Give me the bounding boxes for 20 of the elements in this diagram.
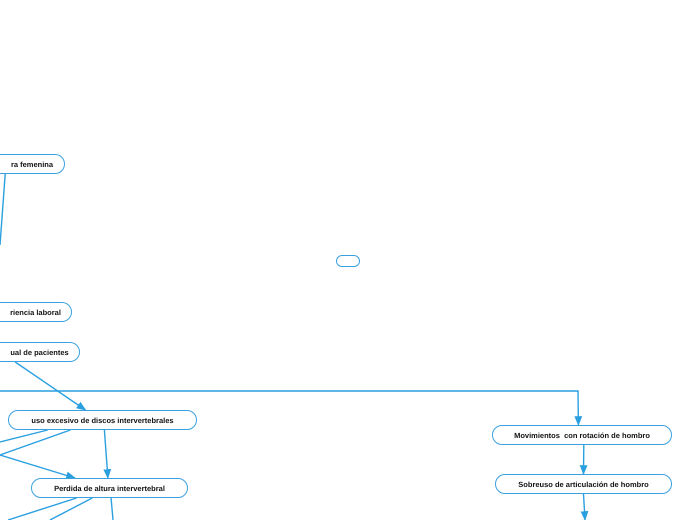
topic-box bbox=[0, 302, 72, 322]
topic-box bbox=[0, 342, 80, 362]
connector-line bbox=[8, 497, 77, 520]
arrow bbox=[103, 430, 112, 479]
connector-line bbox=[0, 174, 6, 246]
arrow bbox=[14, 361, 86, 411]
topic-box bbox=[0, 154, 65, 174]
topic-box bbox=[8, 410, 197, 430]
connector-line bbox=[50, 497, 93, 520]
topic-box bbox=[495, 474, 672, 494]
connector-line bbox=[0, 429, 48, 443]
topic-box bbox=[31, 478, 188, 498]
arrow bbox=[580, 494, 588, 520]
connector-line bbox=[0, 429, 71, 456]
topic-box bbox=[492, 425, 672, 445]
arrow bbox=[0, 390, 582, 426]
arrow bbox=[0, 454, 76, 480]
connector-line bbox=[110, 498, 114, 520]
arrow bbox=[580, 445, 588, 475]
empty-topic-box bbox=[336, 255, 360, 267]
